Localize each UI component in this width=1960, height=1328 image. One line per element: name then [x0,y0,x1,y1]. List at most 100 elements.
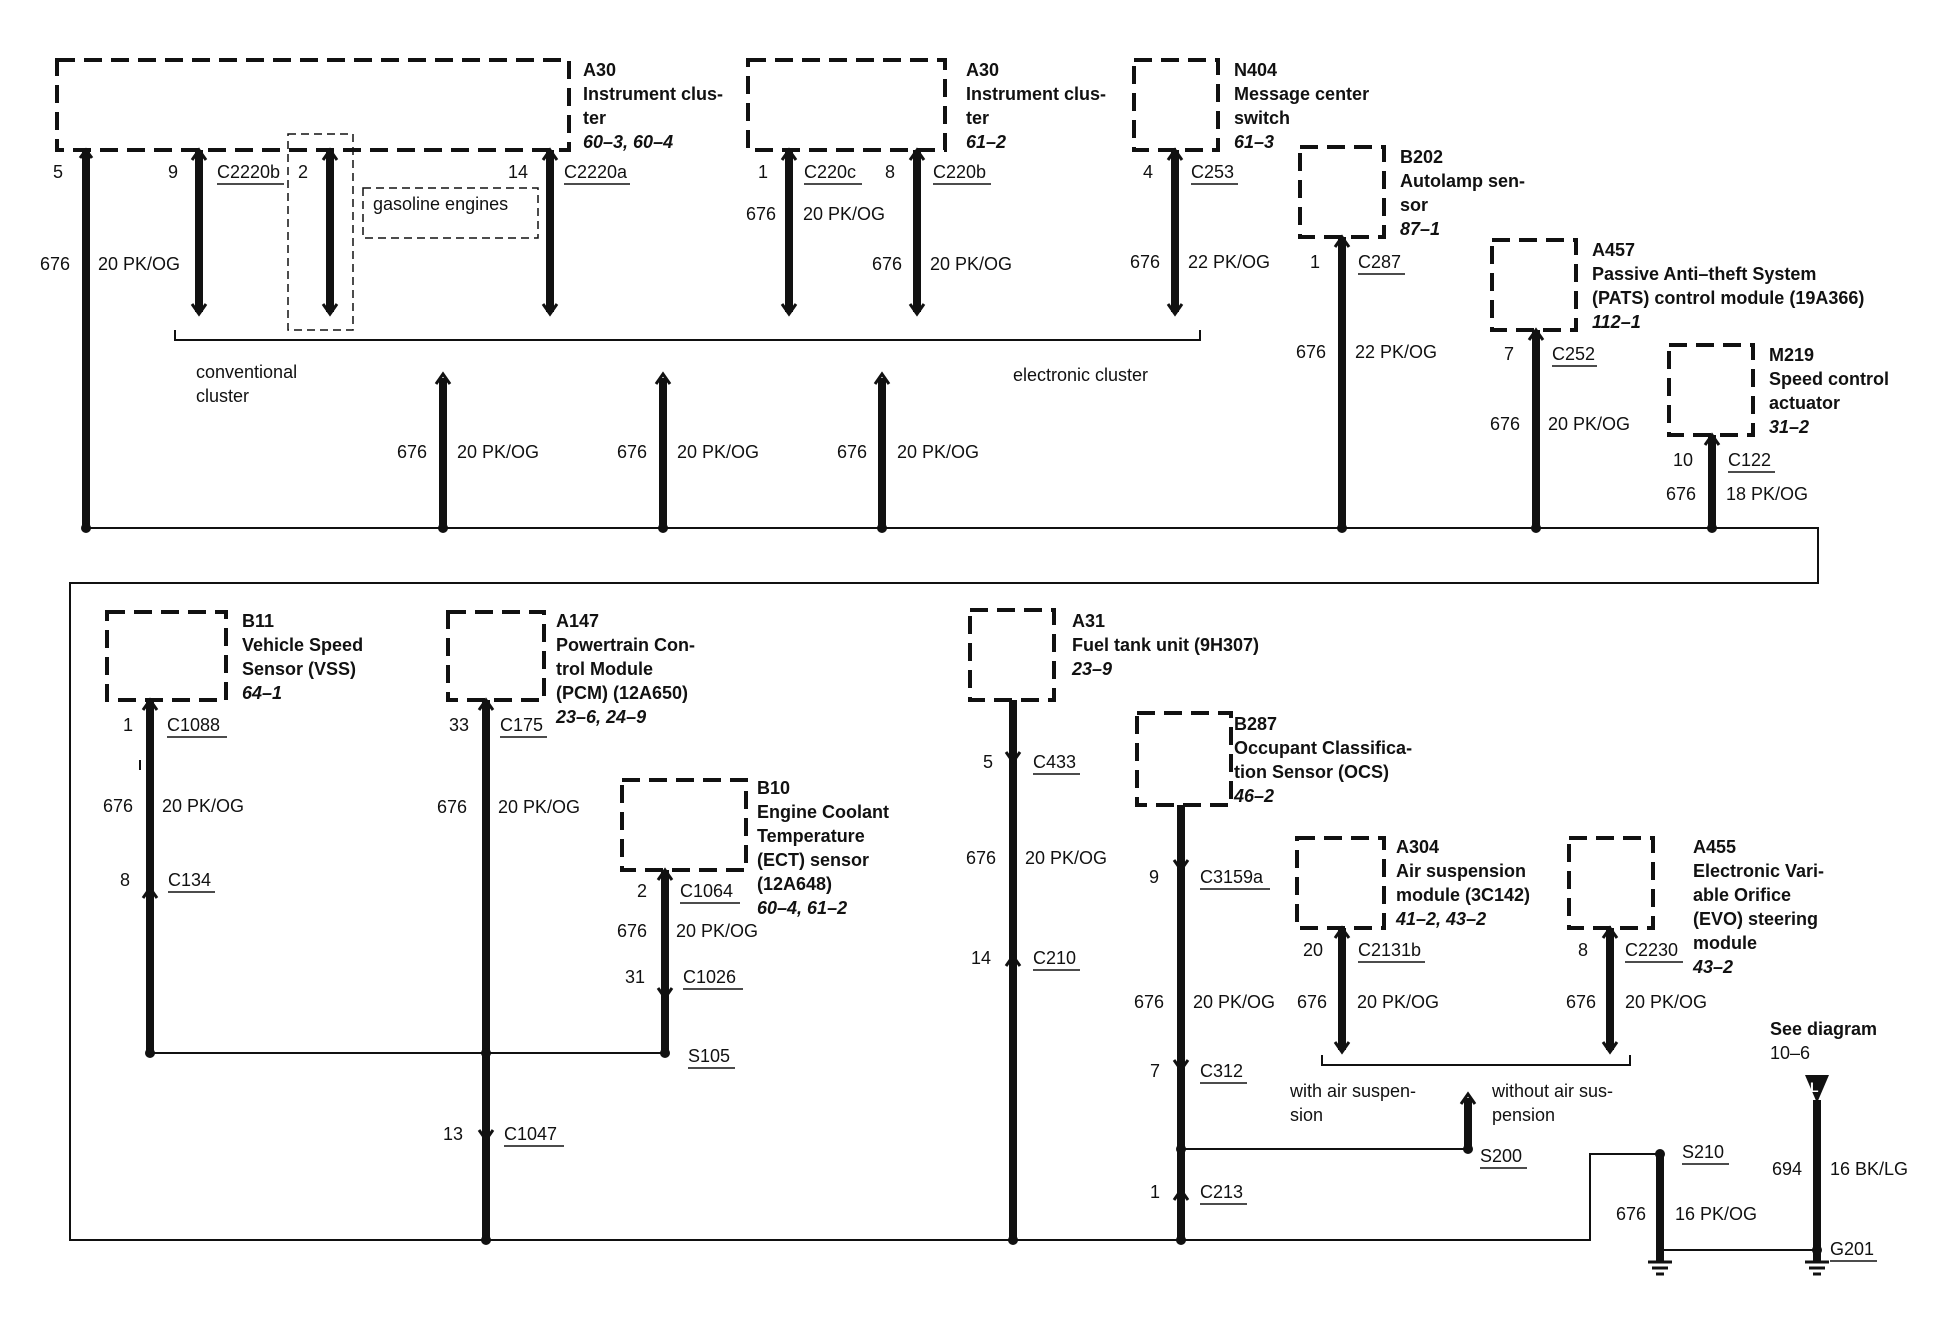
component-ref: 23–6, 24–9 [555,707,646,727]
connector-label: C2220b [217,162,280,182]
a147-component: A147 Powertrain Con- trol Module (PCM) (… [446,610,695,727]
b202-box [1298,145,1386,239]
a30-left-box [55,58,571,152]
wire-spec: 16 BK/LG [1830,1159,1908,1179]
wire-spec: 20 PK/OG [457,442,539,462]
component-name: Passive Anti–theft System [1592,264,1816,284]
circuit-number: 676 [1666,484,1696,504]
gasoline-pin-box [287,133,354,331]
circuit-number: 676 [1490,414,1520,434]
b11-component: B11 Vehicle Speed Sensor (VSS) 64–1 [105,610,363,703]
splice-label: S210 [1682,1142,1724,1162]
component-ref: 31–2 [1769,417,1809,437]
component-name: actuator [1769,393,1840,413]
component-ref: 61–3 [1234,132,1274,152]
component-id: A455 [1693,837,1736,857]
wire-spec: 20 PK/OG [1625,992,1707,1012]
connector-label: C253 [1191,162,1234,182]
connector-label: C3159a [1200,867,1264,887]
component-name: trol Module [556,659,653,679]
component-name: ter [966,108,989,128]
circuit-number: 676 [1616,1204,1646,1224]
wire-spec: 20 PK/OG [162,796,244,816]
component-name: Electronic Vari- [1693,861,1824,881]
pin-label: 1 [1310,252,1320,272]
without-air-label: pension [1492,1105,1555,1125]
wire-spec: 20 PK/OG [677,442,759,462]
a30-right-box [746,58,947,152]
component-ref: 60–3, 60–4 [583,132,673,152]
see-diagram-label: See diagram [1770,1019,1877,1039]
component-name: Powertrain Con- [556,635,695,655]
conventional-label: cluster [196,386,249,406]
component-name: Message center [1234,84,1369,104]
circuit-number: 676 [1297,992,1327,1012]
pin-label: 14 [508,162,528,182]
b287-component: B287 Occupant Classifica- tion Sensor (O… [1135,711,1412,807]
circuit-number: 676 [966,848,996,868]
pin-label: 1 [123,715,133,735]
connector-label: C122 [1728,450,1771,470]
component-name: tion Sensor (OCS) [1234,762,1389,782]
connector-label: C1088 [167,715,220,735]
pin-label: 2 [298,162,308,182]
circuit-number: 694 [1772,1159,1802,1179]
pin-label: 1 [1150,1182,1160,1202]
connector-label: C252 [1552,344,1595,364]
pin-label: 5 [983,752,993,772]
circuit-number: 676 [103,796,133,816]
component-id: N404 [1234,60,1277,80]
pin-label: 5 [53,162,63,182]
component-name: Occupant Classifica- [1234,738,1412,758]
circuit-number: 676 [617,921,647,941]
connector-label: C1026 [683,967,736,987]
diagram-ref-label: 10–6 [1770,1043,1810,1063]
connector-label: C1064 [680,881,733,901]
circuit-number: 676 [40,254,70,274]
pin-label: 7 [1150,1061,1160,1081]
ground-icon [1648,1260,1672,1276]
component-name: able Orifice [1693,885,1791,905]
component-name: (EVO) steering [1693,909,1818,929]
cluster-brace [174,330,1201,341]
component-name: Autolamp sen- [1400,171,1525,191]
pin-label: 7 [1504,344,1514,364]
gasoline-engines-label: gasoline engines [373,194,508,214]
wire-spec: 20 PK/OG [930,254,1012,274]
connector-label: C134 [168,870,211,890]
component-id: M219 [1769,345,1814,365]
wire-spec: 22 PK/OG [1188,252,1270,272]
component-ref: 61–2 [966,132,1006,152]
connector-label: C2220a [564,162,628,182]
component-name: module [1693,933,1757,953]
wire-spec: 16 PK/OG [1675,1204,1757,1224]
circuit-number: 676 [1134,992,1164,1012]
circuit-number: 676 [397,442,427,462]
component-name: ter [583,108,606,128]
b202-component: B202 Autolamp sen- sor 87–1 [1298,145,1525,239]
a30-left-component: A30 Instrument clus- ter 60–3, 60–4 [55,58,723,152]
a457-component: A457 Passive Anti–theft System (PATS) co… [1490,238,1864,332]
connector-label: C312 [1200,1061,1243,1081]
with-air-label: sion [1290,1105,1323,1125]
connector-label: C210 [1033,948,1076,968]
wire-spec: 20 PK/OG [98,254,180,274]
component-id: A304 [1396,837,1439,857]
component-ref: 46–2 [1233,786,1274,806]
pin-label: 4 [1143,162,1153,182]
circuit-number: 676 [437,797,467,817]
n404-component: N404 Message center switch 61–3 [1132,58,1369,152]
connector-label: C220c [804,162,856,182]
pin-label: 8 [120,870,130,890]
m219-component: M219 Speed control actuator 31–2 [1667,343,1889,437]
splice-label: S105 [688,1046,730,1066]
component-id: B11 [242,611,274,631]
component-name: module (3C142) [1396,885,1530,905]
component-name: switch [1234,108,1290,128]
ground-label: G201 [1830,1239,1874,1259]
m219-box [1667,343,1755,437]
circuit-number: 676 [837,442,867,462]
with-air-label: with air suspen- [1289,1081,1416,1101]
a31-component: A31 Fuel tank unit (9H307) 23–9 [968,608,1259,702]
a304-box [1295,836,1386,930]
